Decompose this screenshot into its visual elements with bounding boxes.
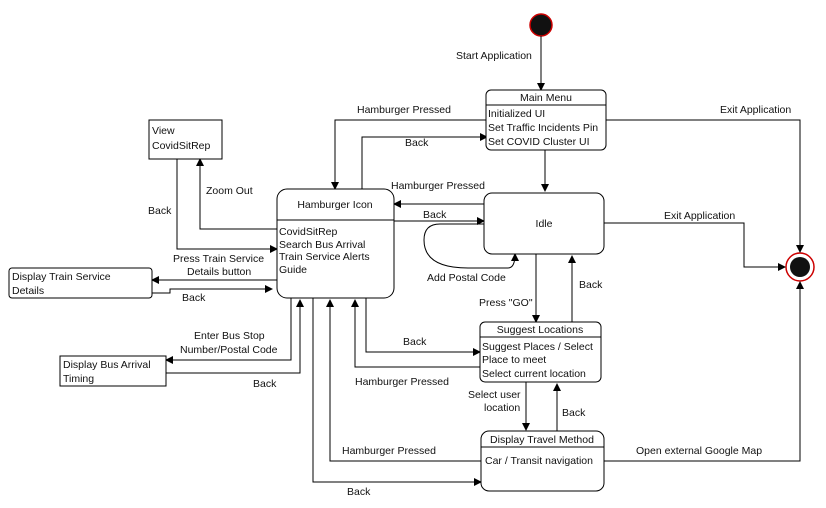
suggest-line-3: Select current location: [482, 368, 586, 380]
label-back-to-travel: Back: [347, 486, 371, 498]
bus-timing-line-1: Display Bus Arrival: [63, 359, 151, 371]
hamburger-line-3: Train Service Alerts: [279, 251, 370, 263]
label-back-bus: Back: [253, 378, 277, 390]
edge-back-train: [152, 285, 273, 294]
state-train-service-details: Display Train Service Details: [8, 267, 153, 299]
main-menu-line-1: Initialized UI: [488, 108, 545, 120]
edge-zoom-out: [196, 158, 277, 230]
label-select-user-2: location: [484, 402, 520, 414]
edge-hamburger-pressed-travel: [326, 299, 484, 462]
edge-back-to-travel: [312, 298, 482, 486]
label-press-go: Press "GO": [479, 297, 533, 309]
edge-back-covid: [176, 159, 278, 253]
bus-timing-line-2: Timing: [63, 373, 94, 385]
label-exit-application-idle: Exit Application: [664, 210, 735, 222]
hamburger-line-2: Search Bus Arrival: [279, 239, 365, 251]
end-node: [785, 252, 815, 282]
label-exit-application-top: Exit Application: [720, 104, 791, 116]
state-suggest-locations: Suggest Locations Suggest Places / Selec…: [479, 321, 602, 383]
label-hamburger-pressed-suggest: Hamburger Pressed: [355, 376, 449, 388]
edge-hamburger-pressed-main: [331, 119, 487, 190]
start-node: [529, 13, 553, 37]
edge-hamburger-pressed-suggest: [351, 299, 480, 368]
edge-add-postal-code: [423, 223, 519, 269]
edge-back-bus: [166, 299, 304, 374]
label-back-idle-from-suggest: Back: [579, 279, 603, 291]
state-view-covidsitrep: View CovidSitRep: [148, 119, 223, 160]
label-zoom-out: Zoom Out: [206, 185, 253, 197]
edge-exit-application-idle: [604, 222, 786, 271]
main-menu-line-2: Set Traffic Incidents Pin: [488, 122, 598, 134]
label-back-to-main: Back: [405, 137, 429, 149]
suggest-title: Suggest Locations: [497, 324, 583, 336]
label-add-postal-code: Add Postal Code: [427, 272, 506, 284]
label-hamburger-pressed-travel: Hamburger Pressed: [342, 445, 436, 457]
label-back-to-idle: Back: [423, 209, 447, 221]
travel-line-1: Car / Transit navigation: [485, 455, 593, 467]
label-select-user-1: Select user: [468, 389, 521, 401]
hamburger-title: Hamburger Icon: [297, 199, 372, 211]
edge-enter-bus: [165, 298, 292, 364]
edge-labels: Start Application Exit Application Hambu…: [148, 50, 791, 498]
view-covid-line-1: View: [152, 125, 175, 137]
edges: [151, 36, 804, 486]
label-enter-bus-1: Enter Bus Stop: [194, 330, 265, 342]
label-press-train-2: Details button: [187, 266, 251, 278]
train-details-line-2: Details: [12, 285, 44, 297]
label-back-train: Back: [182, 292, 206, 304]
main-menu-line-3: Set COVID Cluster UI: [488, 136, 590, 148]
idle-title: Idle: [536, 218, 553, 230]
state-main-menu: Main Menu Initialized UI Set Traffic Inc…: [485, 89, 607, 151]
label-hamburger-pressed-idle: Hamburger Pressed: [391, 180, 485, 192]
label-enter-bus-2: Number/Postal Code: [180, 344, 278, 356]
label-back-suggest-from-travel: Back: [562, 407, 586, 419]
travel-title: Display Travel Method: [490, 434, 594, 446]
suggest-line-2: Place to meet: [482, 354, 546, 366]
train-details-line-1: Display Train Service: [12, 271, 111, 283]
edge-back-to-suggest: [365, 298, 481, 356]
edge-open-google-map: [604, 281, 804, 462]
label-start-application: Start Application: [456, 50, 532, 62]
label-open-google-map: Open external Google Map: [636, 445, 762, 457]
edge-exit-application-top: [606, 119, 804, 253]
suggest-line-1: Suggest Places / Select: [482, 341, 593, 353]
label-back-covid: Back: [148, 205, 172, 217]
label-hamburger-pressed-main: Hamburger Pressed: [357, 104, 451, 116]
main-menu-title: Main Menu: [520, 92, 572, 104]
state-bus-arrival-timing: Display Bus Arrival Timing: [59, 355, 167, 387]
state-display-travel-method: Display Travel Method Car / Transit navi…: [480, 430, 605, 492]
label-press-train-1: Press Train Service: [173, 253, 264, 265]
hamburger-line-1: CovidSitRep: [279, 226, 338, 238]
state-idle: Idle: [483, 192, 605, 255]
state-hamburger-icon: Hamburger Icon CovidSitRep Search Bus Ar…: [276, 188, 395, 299]
edge-back-to-main: [361, 133, 488, 189]
view-covid-line-2: CovidSitRep: [152, 140, 211, 152]
hamburger-line-4: Guide: [279, 264, 307, 276]
label-back-to-suggest: Back: [403, 336, 427, 348]
